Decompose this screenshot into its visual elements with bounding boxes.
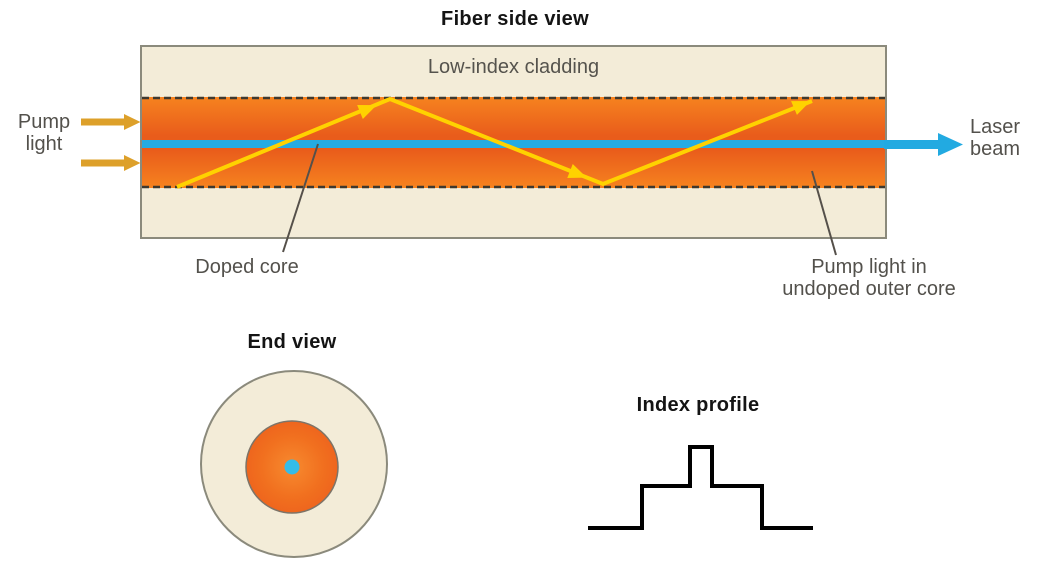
- doped-core-region: [142, 140, 885, 148]
- fiber-side-view: Low-index cladding: [140, 45, 887, 239]
- pump-light-line1: Pump: [17, 111, 71, 133]
- end-view-doped-core-dot: [284, 459, 300, 475]
- end-view-outer-core-circle: [245, 420, 339, 514]
- laser-beam-arrow-icon: [884, 133, 963, 156]
- pump-arrow-bottom-icon: [81, 155, 141, 171]
- laser-beam-line1: Laser: [970, 116, 1021, 138]
- index-profile-title: Index profile: [636, 394, 760, 416]
- pump-light-label: Pump light: [6, 111, 82, 155]
- outer-core-line1: Pump light in: [811, 256, 927, 278]
- side-view-title: Fiber side view: [441, 8, 589, 30]
- index-profile-step: [588, 445, 813, 530]
- pump-arrow-top-icon: [81, 114, 141, 130]
- low-index-cladding-label: Low-index cladding: [427, 56, 600, 78]
- outer-core-line2: undoped outer core: [782, 278, 956, 300]
- end-view-cladding-circle: [200, 370, 388, 558]
- laser-beam-label: Laser beam: [970, 116, 1050, 160]
- end-view-title: End view: [247, 331, 337, 353]
- doped-core-label: Doped core: [195, 256, 299, 278]
- laser-beam-line2: beam: [970, 138, 1021, 160]
- outer-core-label: Pump light in undoped outer core: [750, 256, 988, 300]
- pump-light-line2: light: [25, 133, 63, 155]
